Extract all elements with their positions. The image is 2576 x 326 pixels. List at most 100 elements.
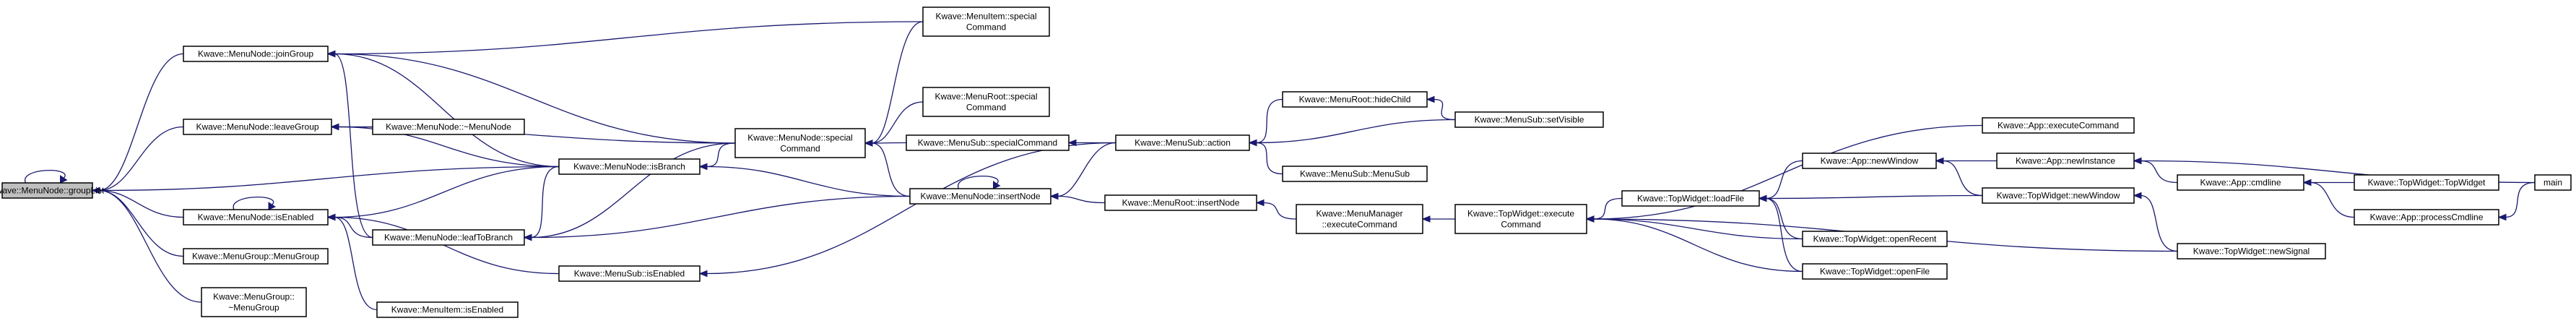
graph-node-box	[372, 229, 525, 246]
edge-line	[530, 195, 911, 239]
graph-node-label: Kwave::TopWidget::execute	[1467, 209, 1574, 219]
graph-node-appCmdline[interactable]: Kwave::App::cmdline	[2177, 174, 2304, 191]
edge-arrowhead	[698, 270, 708, 278]
graph-node-subMenuSub[interactable]: Kwave::MenuSub::MenuSub	[1282, 166, 1428, 182]
edge-line	[706, 142, 1116, 275]
edge-arrowhead	[1067, 139, 1077, 147]
graph-node-rootInsertNode[interactable]: Kwave::MenuRoot::insertNode	[1104, 194, 1257, 211]
graph-node-groupList[interactable]: Kwave::MenuNode::groupList	[0, 182, 105, 199]
graph-node-menuGroupCtor[interactable]: Kwave::MenuGroup::MenuGroup	[183, 248, 329, 265]
graph-node-label: Kwave::MenuRoot::hideChild	[1299, 95, 1411, 105]
graph-self-loop-groupList	[25, 170, 68, 184]
graph-node-appExecuteCommand[interactable]: Kwave::App::executeCommand	[1982, 117, 2135, 134]
graph-node-isEnabledNode[interactable]: Kwave::MenuNode::isEnabled	[183, 209, 329, 226]
edge-line	[1592, 197, 1623, 220]
edge-arrowhead	[864, 140, 873, 147]
graph-node-topExecuteCommand[interactable]: Kwave::TopWidget::executeCommand	[1454, 204, 1587, 234]
edge-line	[2310, 181, 2355, 218]
edge-line	[98, 189, 202, 303]
edge-line	[530, 166, 560, 239]
graph-edge-topNewWindow-to-topLoadFile	[1758, 194, 1983, 202]
graph-node-label: Kwave::MenuSub::setVisible	[1475, 115, 1584, 125]
edge-line	[1433, 98, 1456, 121]
graph-node-rootHideChild[interactable]: Kwave::MenuRoot::hideChild	[1282, 91, 1428, 108]
graph-node-appProcessCmdline[interactable]: Kwave::App::processCmdline	[2354, 209, 2499, 226]
graph-node-box	[909, 188, 1051, 205]
graph-node-label: Command	[780, 144, 820, 154]
graph-node-label: Kwave::App::executeCommand	[1998, 121, 2119, 131]
graph-node-main[interactable]: main	[2534, 174, 2572, 191]
graph-node-label: Kwave::MenuGroup::MenuGroup	[192, 252, 319, 262]
graph-node-box	[2354, 174, 2499, 191]
graph-edge-isBranch-to-groupList	[91, 166, 560, 194]
graph-node-topTopWidget[interactable]: Kwave::TopWidget::TopWidget	[2354, 174, 2499, 191]
graph-node-rootSpecialCommand[interactable]: Kwave::MenuRoot::specialCommand	[922, 87, 1050, 117]
edge-line	[334, 21, 924, 55]
graph-node-label: Kwave::TopWidget::TopWidget	[2368, 178, 2486, 188]
graph-node-label: Kwave::TopWidget::openRecent	[1813, 234, 1937, 244]
graph-node-insertNodeNode[interactable]: Kwave::MenuNode::insertNode	[909, 188, 1051, 205]
graph-node-label: Kwave::MenuManager	[1316, 209, 1402, 219]
graph-node-appNewWindow[interactable]: Kwave::App::newWindow	[1802, 153, 1937, 169]
graph-edge-itemSpecialCommand-to-nodeSpecialCommand	[864, 21, 924, 147]
edge-arrowhead	[1049, 192, 1059, 200]
edge-arrowhead	[2302, 179, 2312, 186]
graph-node-subAction[interactable]: Kwave::MenuSub::action	[1115, 134, 1250, 151]
graph-node-subSpecialCommand[interactable]: Kwave::MenuSub::specialCommand	[906, 134, 1070, 151]
graph-node-menuGroupDtor[interactable]: Kwave::MenuGroup::~MenuGroup	[201, 287, 307, 317]
edge-line	[1765, 197, 1803, 240]
graph-node-leaveGroup[interactable]: Kwave::MenuNode::leaveGroup	[183, 119, 332, 135]
edge-line	[1942, 160, 1983, 197]
edge-line	[334, 53, 373, 239]
graph-node-appNewInstance[interactable]: Kwave::App::newInstance	[1996, 153, 2135, 169]
edge-line	[98, 189, 184, 218]
graph-node-label: Kwave::MenuSub::isEnabled	[574, 269, 685, 279]
graph-node-label: Kwave::MenuNode::isBranch	[573, 162, 685, 172]
graph-edge-rootHideChild-to-subAction	[1248, 98, 1283, 147]
graph-node-topLoadFile[interactable]: Kwave::TopWidget::loadFile	[1621, 190, 1760, 207]
graph-node-topNewSignal[interactable]: Kwave::TopWidget::newSignal	[2177, 243, 2326, 259]
graph-node-isBranch[interactable]: Kwave::MenuNode::isBranch	[558, 158, 701, 175]
edge-line	[1765, 197, 1803, 273]
graph-node-menuNodeDtor[interactable]: Kwave::MenuNode::~MenuNode	[372, 119, 525, 135]
graph-edge-subSpecialCommand-to-nodeSpecialCommand	[864, 140, 907, 147]
edge-line	[706, 166, 911, 197]
graph-node-label: Kwave::MenuNode::~MenuNode	[386, 122, 511, 132]
graph-node-topOpenFile[interactable]: Kwave::TopWidget::openFile	[1802, 263, 1948, 280]
graph-node-box	[1621, 190, 1760, 207]
graph-node-label: Kwave::MenuSub::specialCommand	[918, 138, 1057, 148]
graph-node-menuItemIsEnabled[interactable]: Kwave::MenuItem::isEnabled	[376, 301, 519, 318]
graph-node-topOpenRecent[interactable]: Kwave::TopWidget::openRecent	[1802, 231, 1948, 247]
graph-node-topNewWindow[interactable]: Kwave::TopWidget::newWindow	[1982, 187, 2135, 204]
edge-line	[25, 170, 66, 184]
edge-line	[1057, 195, 1106, 204]
graph-node-menuSubIsEnabled[interactable]: Kwave::MenuSub::isEnabled	[558, 265, 701, 282]
graph-node-box	[1802, 153, 1937, 169]
graph-node-box	[183, 248, 329, 265]
edge-arrowhead	[1421, 215, 1431, 223]
graph-node-box	[906, 134, 1070, 151]
edge-arrowhead	[993, 181, 1001, 189]
graph-node-subSetVisible[interactable]: Kwave::MenuSub::setVisible	[1454, 111, 1604, 128]
graph-node-label: ~MenuGroup	[228, 303, 279, 313]
graph-node-managerExecuteCommand[interactable]: Kwave::MenuManager::executeCommand	[1296, 204, 1423, 234]
graph-edge-managerExecuteCommand-to-rootInsertNode	[1255, 199, 1297, 220]
graph-node-box	[1802, 263, 1948, 280]
graph-node-itemSpecialCommand[interactable]: Kwave::MenuItem::specialCommand	[922, 7, 1050, 37]
graph-node-label: Command	[966, 103, 1006, 113]
edge-arrowhead	[1248, 139, 1257, 147]
edge-line	[871, 21, 924, 144]
edge-line	[1255, 98, 1283, 144]
edge-line	[958, 176, 999, 189]
graph-node-label: Kwave::MenuGroup::	[213, 292, 295, 302]
graph-node-box	[1982, 117, 2135, 134]
graph-node-nodeSpecialCommand[interactable]: Kwave::MenuNode::specialCommand	[734, 128, 866, 158]
edge-arrowhead	[1426, 95, 1435, 103]
graph-node-leafToBranch[interactable]: Kwave::MenuNode::leafToBranch	[372, 229, 525, 246]
graph-node-box	[1, 182, 93, 199]
edge-line	[334, 53, 560, 168]
graph-node-box	[183, 119, 332, 135]
graph-node-joinGroup[interactable]: Kwave::MenuNode::joinGroup	[183, 46, 329, 62]
graph-edge-itemSpecialCommand-to-joinGroup	[326, 21, 924, 58]
